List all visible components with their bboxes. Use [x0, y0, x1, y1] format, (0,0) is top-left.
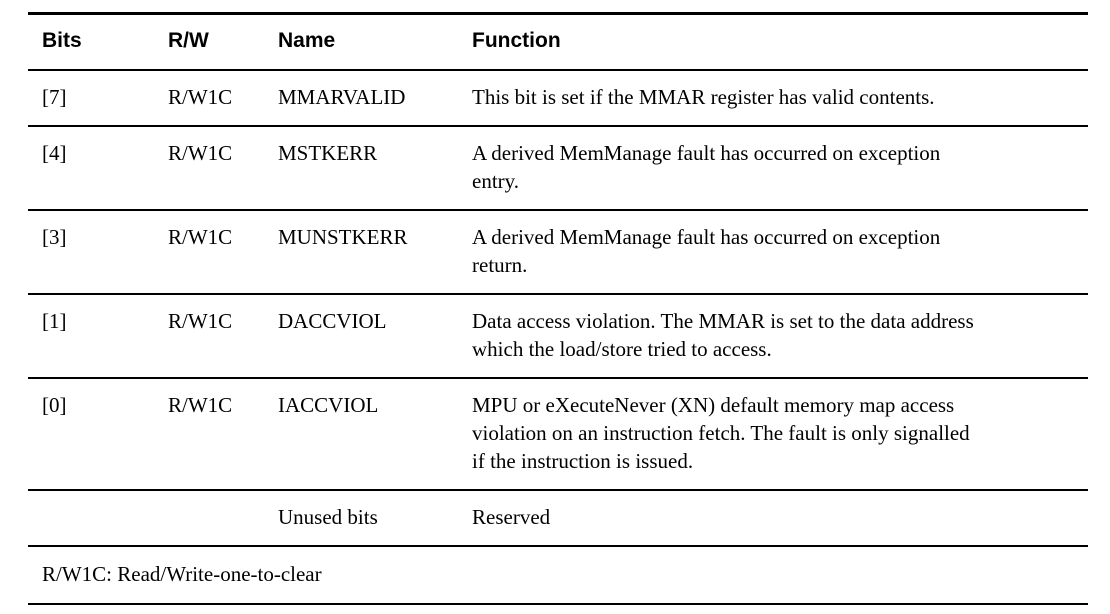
- cell-rw: R/W1C: [154, 294, 264, 379]
- cell-bits: [7]: [28, 70, 154, 127]
- function-line: This bit is set if the MMAR register has…: [472, 85, 935, 109]
- cell-function: Reserved: [458, 490, 1088, 547]
- table-row: [4] R/W1C MSTKERR A derived MemManage fa…: [28, 126, 1088, 211]
- cell-name: IACCVIOL: [264, 378, 458, 491]
- column-header-function: Function: [458, 12, 1088, 71]
- cell-bits: [28, 490, 154, 547]
- table-footnote-row: R/W1C: Read/Write-one-to-clear: [28, 546, 1088, 605]
- cell-name: Unused bits: [264, 490, 458, 547]
- cell-name: MUNSTKERR: [264, 210, 458, 295]
- cell-rw: R/W1C: [154, 126, 264, 211]
- table-body: [7] R/W1C MMARVALID This bit is set if t…: [28, 70, 1088, 605]
- cell-bits: [1]: [28, 294, 154, 379]
- table-row: [3] R/W1C MUNSTKERR A derived MemManage …: [28, 210, 1088, 295]
- table-row: [1] R/W1C DACCVIOL Data access violation…: [28, 294, 1088, 379]
- function-line: entry.: [472, 169, 520, 193]
- function-line: violation on an instruction fetch. The f…: [472, 421, 970, 445]
- function-line: A derived MemManage fault has occurred o…: [472, 225, 941, 249]
- function-line: MPU or eXecuteNever (XN) default memory …: [472, 393, 955, 417]
- table-row: Unused bits Reserved: [28, 490, 1088, 547]
- cell-function: A derived MemManage fault has occurred o…: [458, 210, 1088, 295]
- function-line: Reserved: [472, 505, 551, 529]
- cell-bits: [4]: [28, 126, 154, 211]
- table-header: Bits R/W Name Function: [28, 12, 1088, 71]
- column-header-rw: R/W: [154, 12, 264, 71]
- cell-rw: [154, 490, 264, 547]
- cell-rw: R/W1C: [154, 210, 264, 295]
- register-bit-field-table: Bits R/W Name Function [7] R/W1C MMARVAL…: [28, 12, 1088, 605]
- cell-name: DACCVIOL: [264, 294, 458, 379]
- function-line: A derived MemManage fault has occurred o…: [472, 141, 941, 165]
- function-line: Data access violation. The MMAR is set t…: [472, 309, 974, 333]
- table-row: [7] R/W1C MMARVALID This bit is set if t…: [28, 70, 1088, 127]
- table-header-row: Bits R/W Name Function: [28, 12, 1088, 71]
- column-header-name: Name: [264, 12, 458, 71]
- cell-function: This bit is set if the MMAR register has…: [458, 70, 1088, 127]
- cell-function: Data access violation. The MMAR is set t…: [458, 294, 1088, 379]
- cell-bits: [3]: [28, 210, 154, 295]
- cell-bits: [0]: [28, 378, 154, 491]
- function-line: return.: [472, 253, 528, 277]
- cell-function: MPU or eXecuteNever (XN) default memory …: [458, 378, 1088, 491]
- function-line: which the load/store tried to access.: [472, 337, 772, 361]
- cell-rw: R/W1C: [154, 70, 264, 127]
- table-row: [0] R/W1C IACCVIOL MPU or eXecuteNever (…: [28, 378, 1088, 491]
- function-line: if the instruction is issued.: [472, 449, 694, 473]
- cell-name: MSTKERR: [264, 126, 458, 211]
- footnote-text: R/W1C: Read/Write-one-to-clear: [28, 546, 1088, 605]
- cell-rw: R/W1C: [154, 378, 264, 491]
- cell-name: MMARVALID: [264, 70, 458, 127]
- column-header-bits: Bits: [28, 12, 154, 71]
- cell-function: A derived MemManage fault has occurred o…: [458, 126, 1088, 211]
